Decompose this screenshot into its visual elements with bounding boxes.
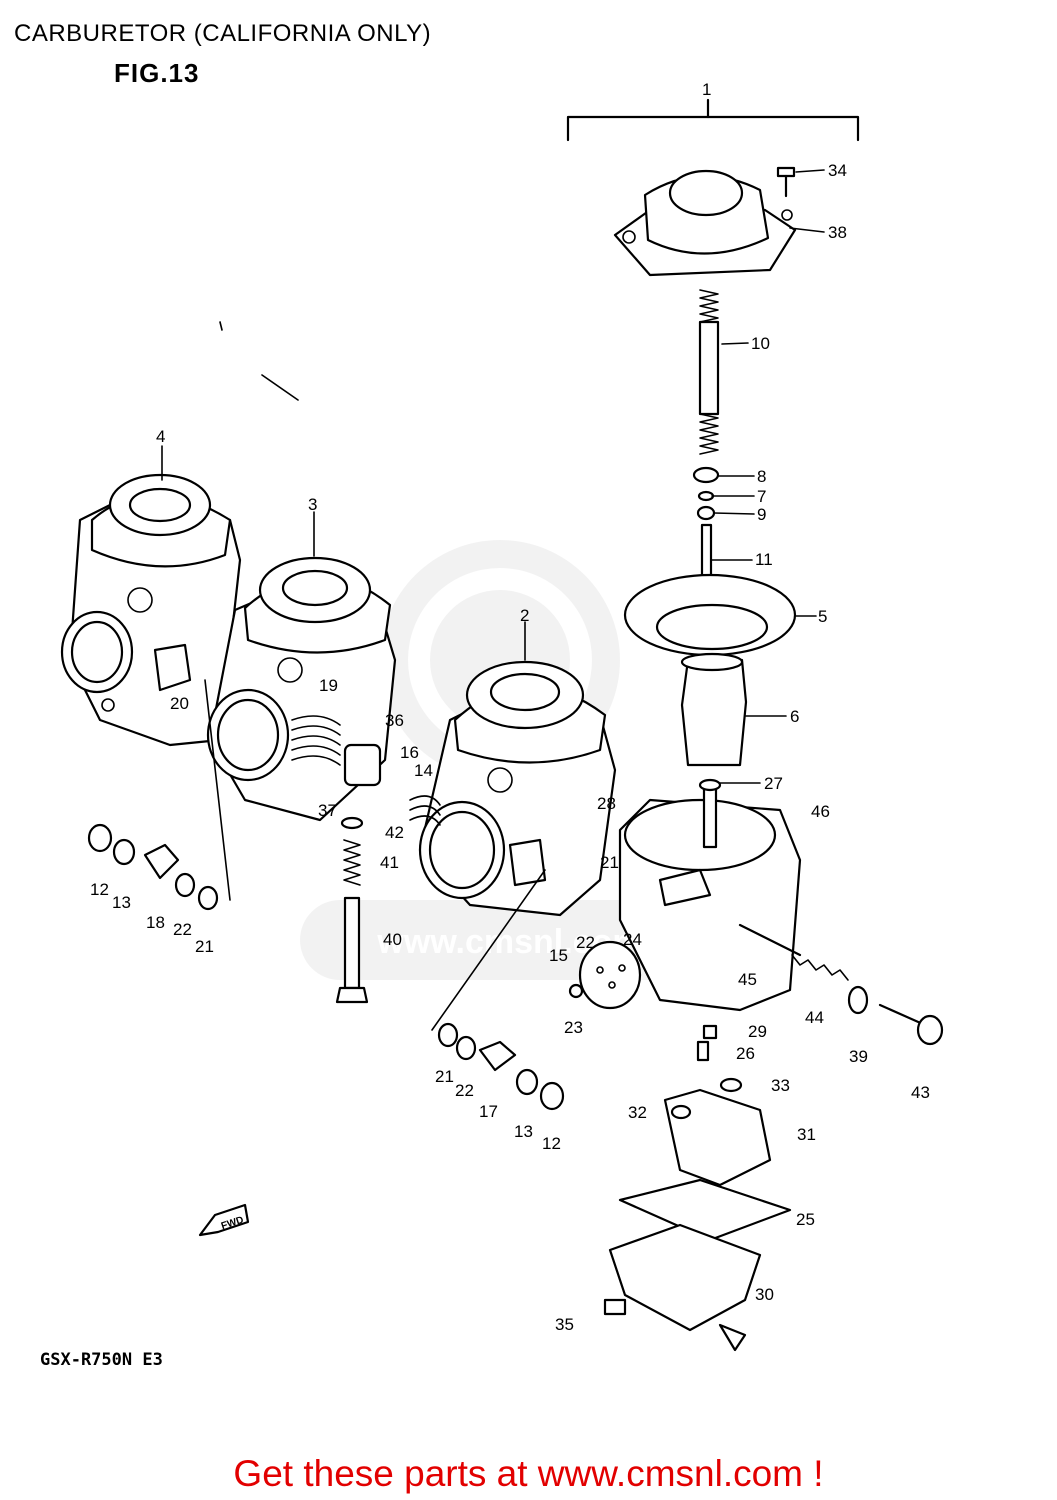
part-label: 35 bbox=[555, 1315, 574, 1334]
part-label: 24 bbox=[623, 930, 642, 949]
part-label: 36 bbox=[385, 711, 404, 730]
part-label: 14 bbox=[414, 761, 433, 780]
part-label: 13 bbox=[112, 893, 131, 912]
part-label: 2 bbox=[520, 606, 529, 625]
part-label: 5 bbox=[818, 607, 827, 626]
part-label: 45 bbox=[738, 970, 757, 989]
figure-number: FIG.13 bbox=[114, 58, 200, 88]
part-label: 21 bbox=[600, 853, 619, 872]
part-label: 18 bbox=[146, 913, 165, 932]
part-label: 46 bbox=[811, 802, 830, 821]
part-label: 16 bbox=[400, 743, 419, 762]
part-label: 28 bbox=[597, 794, 616, 813]
part-label: 42 bbox=[385, 823, 404, 842]
part-label: 39 bbox=[849, 1047, 868, 1066]
part-number-labels: 1 34 38 10 8 7 9 11 5 6 4 3 2 20 19 36 1… bbox=[90, 80, 930, 1334]
needle-clip-parts bbox=[692, 466, 720, 521]
part-label: 26 bbox=[736, 1044, 755, 1063]
carburetor-body-2 bbox=[409, 660, 617, 917]
forward-direction-arrow: FWD bbox=[198, 1203, 250, 1237]
model-code: GSX-R750N E3 bbox=[40, 1350, 163, 1370]
part-label: 33 bbox=[771, 1076, 790, 1095]
carburetor-body-3 bbox=[206, 556, 397, 822]
part-label: 29 bbox=[748, 1022, 767, 1041]
part-label: 22 bbox=[173, 920, 192, 939]
left-fitting-parts bbox=[87, 823, 219, 911]
part-label: 12 bbox=[90, 880, 109, 899]
part-label: 13 bbox=[514, 1122, 533, 1141]
part-label: 32 bbox=[628, 1103, 647, 1122]
part-label: 37 bbox=[318, 801, 337, 820]
part-label: 21 bbox=[195, 937, 214, 956]
part-label: 12 bbox=[542, 1134, 561, 1153]
part-label: 25 bbox=[796, 1210, 815, 1229]
part-label: 17 bbox=[479, 1102, 498, 1121]
spring-part bbox=[698, 289, 720, 455]
part-label: 20 bbox=[170, 694, 189, 713]
part-label: 15 bbox=[549, 946, 568, 965]
pilot-screw-set bbox=[335, 816, 369, 1004]
carburetor-body-1 bbox=[578, 778, 802, 1012]
part-label: 31 bbox=[797, 1125, 816, 1144]
part-label: 4 bbox=[156, 427, 165, 446]
part-label: 44 bbox=[805, 1008, 824, 1027]
part-label: 34 bbox=[828, 161, 847, 180]
throttle-stop-screw bbox=[738, 923, 944, 1046]
footer-parts-link[interactable]: Get these parts at www.cmsnl.com ! bbox=[233, 1453, 824, 1494]
part-label: 40 bbox=[383, 930, 402, 949]
part-label: 11 bbox=[755, 550, 773, 569]
part-label: 41 bbox=[380, 853, 399, 872]
part-label: 43 bbox=[911, 1083, 930, 1102]
part-label: 27 bbox=[764, 774, 783, 793]
leader-lines bbox=[204, 321, 546, 1031]
part-label: 23 bbox=[564, 1018, 583, 1037]
part-label: 38 bbox=[828, 223, 847, 242]
diaphragm bbox=[623, 573, 797, 657]
part-label: 1 bbox=[702, 80, 711, 99]
page-title: CARBURETOR (CALIFORNIA ONLY) bbox=[14, 20, 432, 47]
part-label: 3 bbox=[308, 495, 317, 514]
label-leaders bbox=[161, 169, 825, 784]
part-label: 30 bbox=[755, 1285, 774, 1304]
part-label: 6 bbox=[790, 707, 799, 726]
assembly-bracket bbox=[566, 98, 860, 142]
float-chamber bbox=[603, 1077, 792, 1352]
part-label: 8 bbox=[757, 467, 766, 486]
piston bbox=[680, 652, 748, 767]
carburetor-body-4 bbox=[60, 473, 242, 747]
top-cover bbox=[613, 166, 797, 277]
part-label: 22 bbox=[455, 1081, 474, 1100]
part-label: 10 bbox=[751, 334, 770, 353]
center-fitting-parts bbox=[437, 983, 718, 1111]
part-label: 22 bbox=[576, 933, 595, 952]
part-label: 21 bbox=[435, 1067, 454, 1086]
part-label: 19 bbox=[319, 676, 338, 695]
part-label: 7 bbox=[757, 487, 766, 506]
part-label: 9 bbox=[757, 505, 766, 524]
